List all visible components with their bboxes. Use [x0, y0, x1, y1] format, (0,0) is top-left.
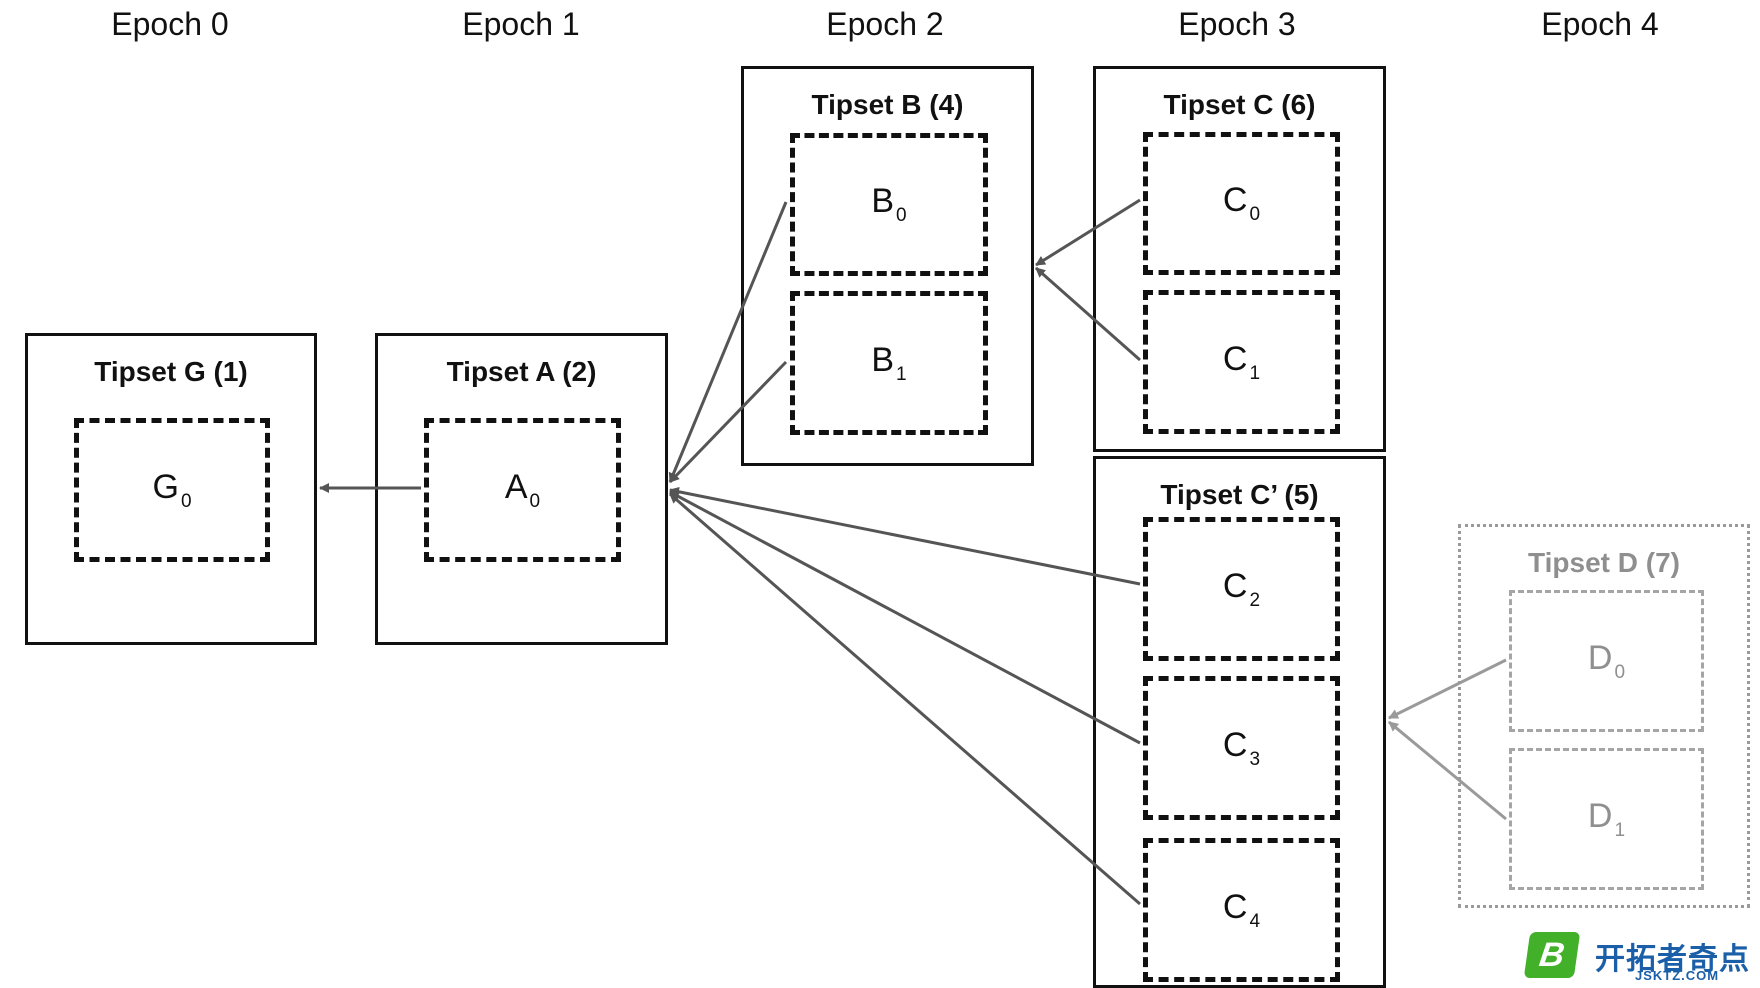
tipset-b-title: Tipset B (4) — [811, 89, 964, 120]
epoch-1-label: Epoch 1 — [462, 6, 580, 42]
arrow-c3-to-a — [669, 490, 1141, 745]
tipset-c-title: Tipset C (6) — [1163, 89, 1316, 120]
tipset-a-title: Tipset A (2) — [446, 356, 597, 387]
arrow-c4-to-a — [669, 492, 1141, 906]
epoch-4-label: Epoch 4 — [1541, 6, 1659, 42]
epoch-3-label: Epoch 3 — [1178, 6, 1296, 42]
tipset-d-title: Tipset D (7) — [1528, 547, 1680, 578]
epoch-0-label: Epoch 0 — [111, 6, 229, 42]
watermark: B 开拓者奇点 JSKTZ.COM — [1523, 930, 1760, 985]
tipset-g-title: Tipset G (1) — [94, 356, 248, 387]
watermark-logo-icon: B — [1523, 932, 1581, 978]
watermark-domain: JSKTZ.COM — [1635, 968, 1720, 983]
epoch-2-label: Epoch 2 — [826, 6, 944, 42]
watermark-brand: 开拓者奇点 — [1595, 942, 1750, 977]
arrow-c2-to-a — [669, 486, 1141, 586]
tipset-c-prime-title: Tipset C’ (5) — [1160, 479, 1319, 510]
